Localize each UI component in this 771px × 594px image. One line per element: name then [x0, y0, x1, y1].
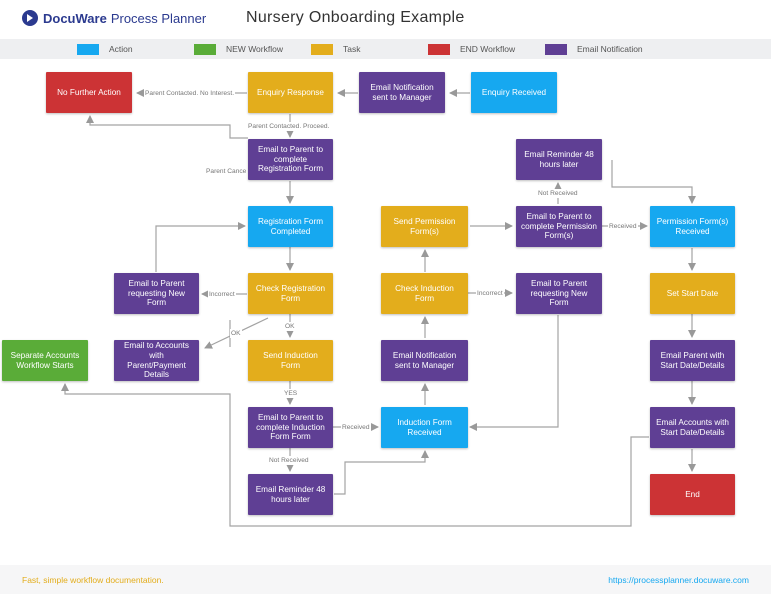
node-email-reminder-induction[interactable]: Email Reminder 48 hours later	[248, 474, 333, 515]
node-set-start-date[interactable]: Set Start Date	[650, 273, 735, 314]
node-email-reminder-permission[interactable]: Email Reminder 48 hours later	[516, 139, 602, 180]
node-send-induction[interactable]: Send Induction Form	[248, 340, 333, 381]
edge-label-ok: OK	[284, 322, 296, 331]
legend-item-action: Action	[77, 43, 133, 55]
node-check-induction[interactable]: Check Induction Form	[381, 273, 468, 314]
node-email-notification-manager[interactable]: Email Notification sent to Manager	[381, 340, 468, 381]
edge	[86, 115, 248, 139]
node-check-registration[interactable]: Check Registration Form	[248, 273, 333, 314]
node-enquiry-response[interactable]: Enquiry Response	[248, 72, 333, 113]
node-email-parent-start[interactable]: Email Parent with Start Date/Details	[650, 340, 735, 381]
node-email-parent-induction[interactable]: Email to Parent to complete Induction Fo…	[248, 407, 333, 448]
legend-item-email-notification: Email Notification	[545, 43, 643, 55]
edge-label-received: Received	[341, 423, 371, 432]
edge-label-proceed: Parent Contacted. Proceed.	[247, 122, 331, 131]
legend-swatch-task	[311, 43, 333, 55]
page-title: Nursery Onboarding Example	[246, 9, 465, 26]
edge	[61, 383, 649, 527]
footer-url-link[interactable]: https://processplanner.docuware.com	[608, 575, 749, 585]
header: DocuWare Process Planner Nursery Onboard…	[0, 0, 771, 38]
edge	[611, 160, 696, 204]
node-send-permission[interactable]: Send Permission Form(s)	[381, 206, 468, 247]
legend-label: Email Notification	[577, 44, 643, 54]
node-no-further-action[interactable]: No Further Action	[46, 72, 132, 113]
node-email-parent-new-form[interactable]: Email to Parent requesting New Form	[114, 273, 199, 314]
node-email-parent-new-form[interactable]: Email to Parent requesting New Form	[516, 273, 602, 314]
node-email-notification-manager[interactable]: Email Notification sent to Manager	[359, 72, 445, 113]
legend-item-task: Task	[311, 43, 360, 55]
legend-label: Task	[343, 44, 361, 54]
edge-label-not-received: Not Received	[537, 189, 579, 198]
edge-label-yes: YES	[283, 389, 299, 398]
edge-label-incorrect: Incorrect	[476, 289, 504, 298]
node-end[interactable]: End	[650, 474, 735, 515]
node-permission-received[interactable]: Permission Form(s) Received	[650, 206, 735, 247]
edge	[155, 222, 246, 272]
legend-label: Action	[109, 44, 133, 54]
logo[interactable]: DocuWare Process Planner	[22, 10, 206, 26]
node-separate-accounts[interactable]: Separate Accounts Workflow Starts	[2, 340, 88, 381]
brand-name: DocuWare	[43, 10, 107, 26]
legend-swatch-end-workflow	[428, 43, 450, 55]
edge	[334, 450, 429, 495]
edge-label-incorrect: Incorrect	[208, 290, 236, 299]
node-email-parent-permission[interactable]: Email to Parent to complete Permission F…	[516, 206, 602, 247]
node-enquiry-received[interactable]: Enquiry Received	[471, 72, 557, 113]
node-email-accounts-payment[interactable]: Email to Accounts with Parent/Payment De…	[114, 340, 199, 381]
edge-label-received: Received	[608, 222, 638, 231]
node-induction-received[interactable]: Induction Form Received	[381, 407, 468, 448]
product-name: Process Planner	[110, 10, 207, 26]
docuware-logo-icon	[22, 10, 38, 26]
edge	[469, 315, 559, 431]
edge-label-no-interest: Parent Contacted. No Interest.	[144, 89, 236, 98]
edge-label-ok: OK	[230, 329, 242, 338]
legend-label: NEW Workflow	[226, 44, 283, 54]
footer-tagline: Fast, simple workflow documentation.	[22, 575, 164, 585]
node-email-accounts-start[interactable]: Email Accounts with Start Date/Details	[650, 407, 735, 448]
legend-item-new-workflow: NEW Workflow	[194, 43, 283, 55]
legend-label: END Workflow	[460, 44, 516, 54]
node-email-parent-registration[interactable]: Email to Parent to complete Registration…	[248, 139, 333, 180]
legend-swatch-action	[77, 43, 99, 55]
edge-label-not-received: Not Received	[268, 456, 310, 465]
legend-item-end-workflow: END Workflow	[428, 43, 515, 55]
node-registration-completed[interactable]: Registration Form Completed	[248, 206, 333, 247]
legend-bar: Action NEW Workflow Task END Workflow Em…	[0, 39, 771, 59]
footer: Fast, simple workflow documentation. htt…	[0, 565, 771, 594]
legend-swatch-new-workflow	[194, 43, 216, 55]
edge-label-parent-cancel: Parent Cance	[205, 167, 248, 176]
legend-swatch-email-notification	[545, 43, 567, 55]
